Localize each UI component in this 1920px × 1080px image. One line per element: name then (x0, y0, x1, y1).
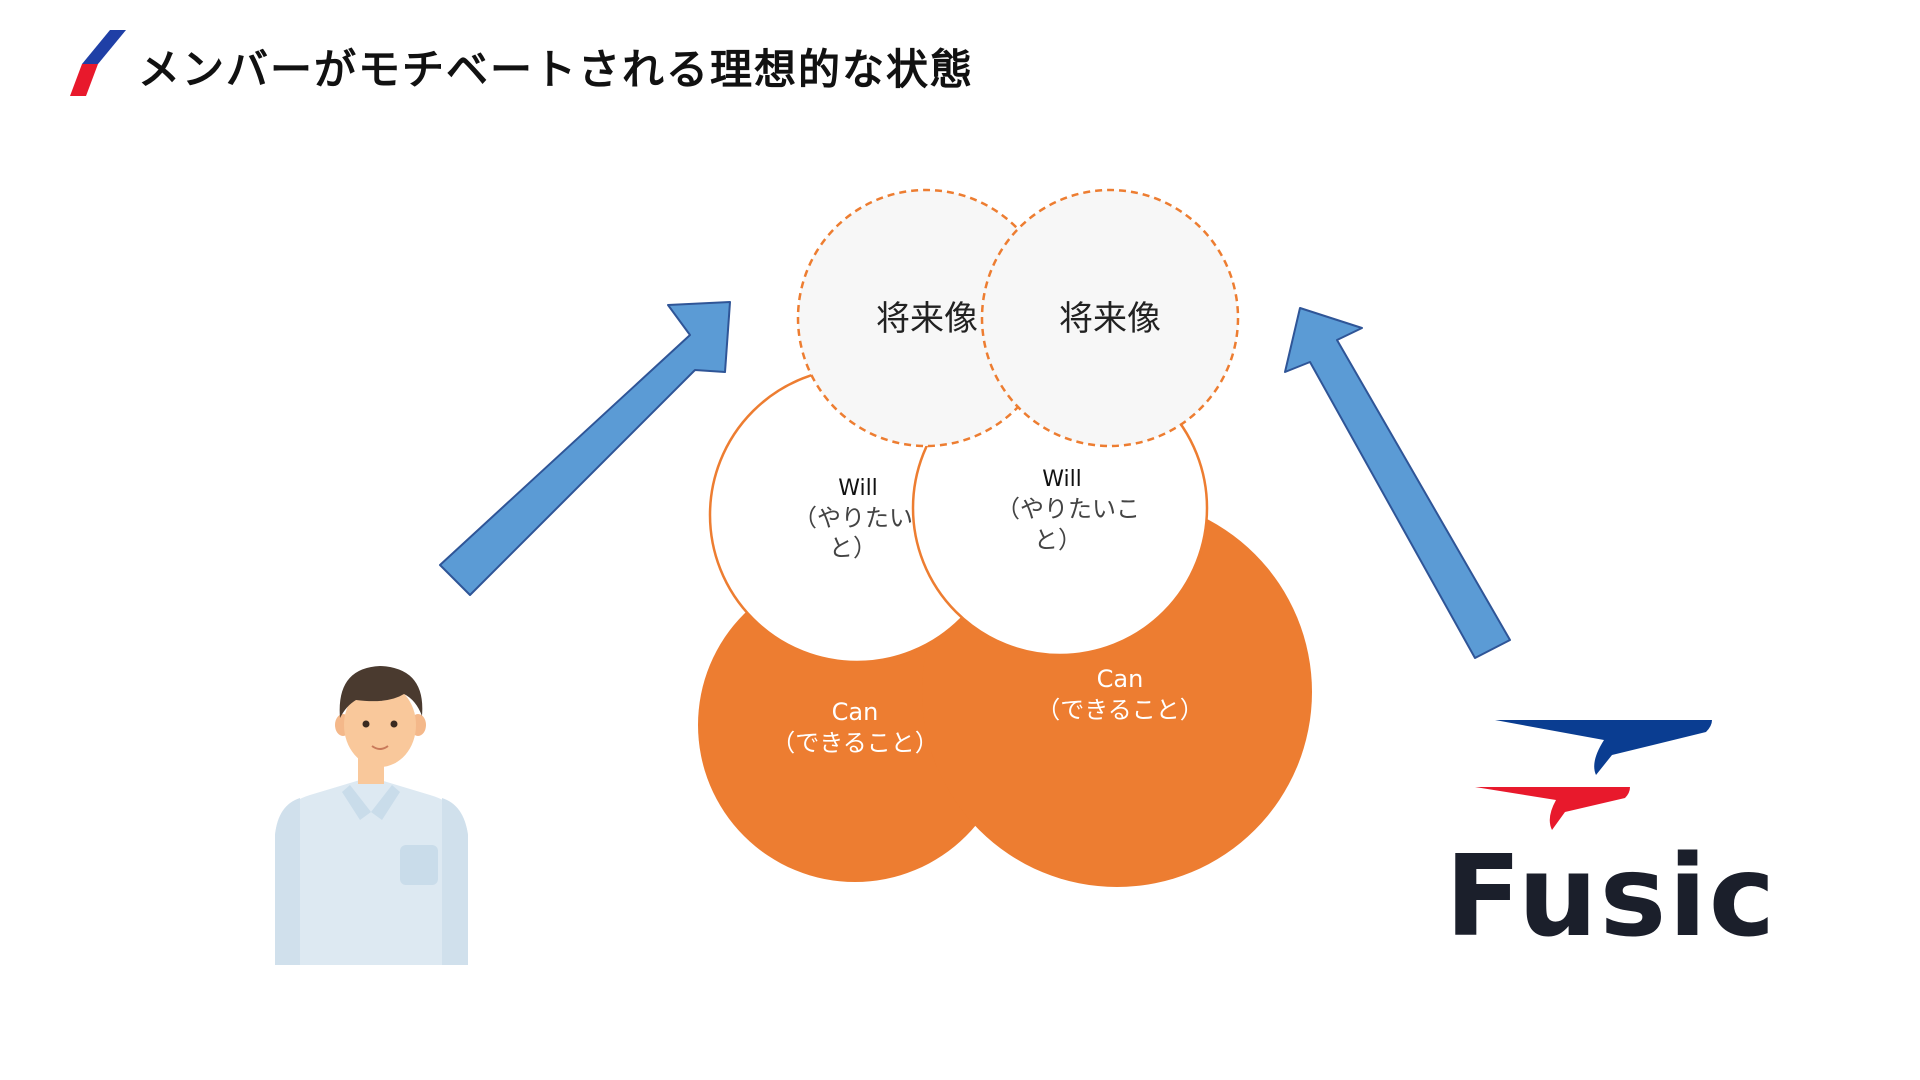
member-will-title: Will (838, 476, 878, 501)
company-will-desc: （やりたいこ (996, 495, 1140, 523)
member-future-label: 将来像 (876, 299, 978, 339)
member-can-title: Can (832, 698, 879, 726)
person-illustration-icon (275, 666, 468, 965)
company-can-desc: （できること） (1036, 696, 1204, 724)
company-future-circle (980, 188, 1240, 448)
company-future-label: 将来像 (1059, 299, 1161, 339)
company-will-desc-2: と） (1034, 526, 1082, 554)
fusic-logo-text: Fusic (1445, 832, 1777, 962)
slide-title: メンバーがモチベートされる理想的な状態 (138, 45, 975, 94)
fusic-logo-icon (1475, 720, 1712, 830)
member-will-desc-2: と） (829, 534, 877, 562)
company-can-title: Can (1097, 665, 1144, 693)
member-can-desc: （できること） (771, 729, 939, 757)
company-will-title: Will (1042, 467, 1082, 492)
company-arrow-shape-icon (1284, 307, 1511, 659)
member-will-desc: （やりたい (793, 504, 913, 532)
title-accent-icon (70, 30, 126, 96)
member-arrow-icon (439, 301, 731, 596)
